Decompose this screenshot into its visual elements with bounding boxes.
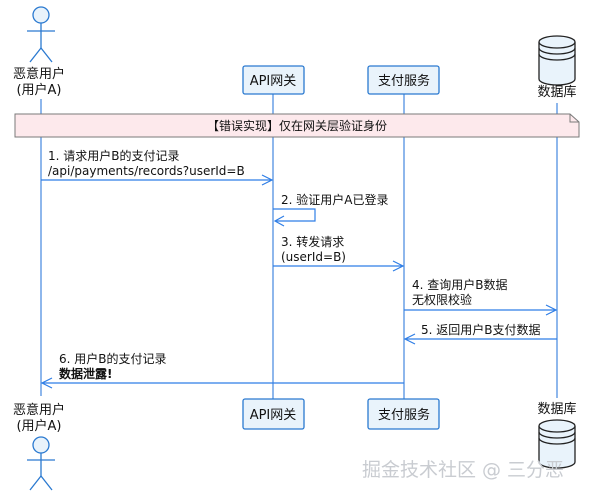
arrowhead	[40, 377, 53, 389]
message-2: 2. 验证用户A已登录	[273, 192, 388, 227]
note-text: 【错误实现】仅在网关层验证身份	[207, 118, 387, 133]
message-6: 6. 用户B的支付记录 数据泄露!	[40, 351, 404, 389]
message-label-line2: (userId=B)	[281, 250, 346, 264]
actor-user-top: 恶意用户 (用户A)	[13, 6, 65, 98]
message-label-line1: 3. 转发请求	[281, 234, 344, 249]
actor-icon	[27, 436, 55, 491]
participant-name: 恶意用户	[13, 402, 65, 418]
database-db-bottom: 数据库	[537, 401, 577, 469]
participant-subname: (用户A)	[16, 82, 61, 98]
actor-user-bottom: 恶意用户 (用户A)	[13, 402, 65, 491]
actor-icon	[27, 6, 55, 63]
arrowhead	[392, 260, 405, 272]
arrowhead	[403, 333, 416, 345]
message-label-line1: 4. 查询用户B数据	[412, 277, 508, 292]
participant-box	[242, 398, 305, 430]
participant-name: 数据库	[537, 84, 576, 100]
database-icon	[538, 419, 576, 469]
participant-payment-bottom: 支付服务	[367, 398, 440, 430]
message-label-line2: 无权限校验	[412, 292, 472, 307]
message-3: 3. 转发请求 (userId=B)	[273, 234, 405, 272]
participant-payment-top: 支付服务	[367, 65, 440, 95]
note-shape	[14, 113, 580, 138]
message-5: 5. 返回用户B支付数据	[403, 322, 557, 345]
arrowhead	[261, 174, 274, 186]
watermark: 掘金技术社区 @ 三分恶	[362, 459, 564, 481]
participant-name: API网关	[250, 74, 297, 89]
participant-box	[367, 398, 440, 430]
note: 【错误实现】仅在网关层验证身份	[14, 113, 580, 138]
participant-gateway-bottom: API网关	[242, 398, 305, 430]
participant-box	[242, 65, 305, 95]
lifelines	[40, 93, 558, 399]
participant-name: 数据库	[537, 401, 576, 417]
message-label-line2: 数据泄露!	[59, 366, 112, 381]
message-label-line1: 1. 请求用户B的支付记录	[48, 148, 180, 163]
participant-name: API网关	[250, 408, 297, 423]
database-db-top: 数据库	[537, 35, 577, 100]
participant-name: 恶意用户	[13, 66, 65, 82]
participant-subname: (用户A)	[16, 418, 61, 434]
database-icon	[538, 35, 576, 86]
note-fold	[569, 114, 579, 123]
participant-box	[367, 65, 440, 95]
message-label-line1: 2. 验证用户A已登录	[281, 192, 388, 207]
message-label-line2: /api/payments/records?userId=B	[48, 164, 245, 178]
participant-gateway-top: API网关	[242, 65, 305, 95]
participant-name: 支付服务	[378, 407, 430, 423]
message-1: 1. 请求用户B的支付记录 /api/payments/records?user…	[41, 148, 274, 186]
message-4: 4. 查询用户B数据 无权限校验	[404, 277, 558, 316]
participant-name: 支付服务	[378, 73, 430, 89]
arrowhead	[545, 304, 558, 316]
message-arrow	[273, 208, 316, 222]
arrowhead	[273, 215, 285, 227]
message-label-line1: 6. 用户B的支付记录	[59, 351, 167, 366]
message-label-line1: 5. 返回用户B支付数据	[421, 322, 541, 337]
